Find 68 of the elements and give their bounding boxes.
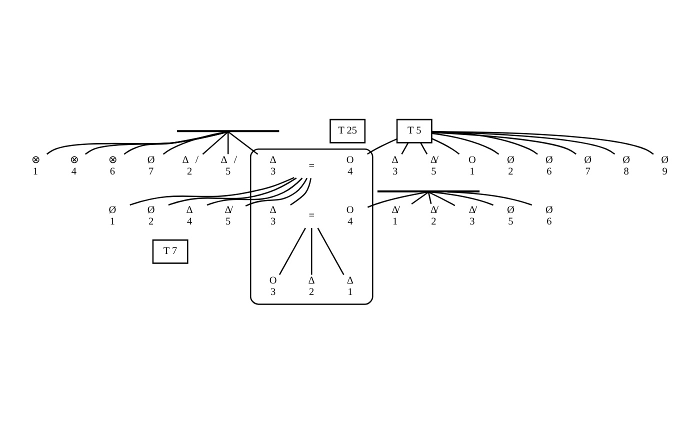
connector [278,228,306,276]
node-bar [377,190,480,192]
connector [245,178,308,207]
node-text: Δ̸ 2 [430,204,437,228]
connector [202,131,228,155]
connector [432,132,500,155]
node-text: Δ̸ 5 [224,204,232,228]
cluster [250,148,374,305]
connector [401,142,409,154]
node-text: Ø 9 [661,155,669,178]
node-box: T 7 [152,239,188,264]
connector [84,131,228,155]
node-text: Ø 1 [108,204,116,228]
node-text: Δ 1 [346,276,354,298]
node-text: Δ 3 [270,155,276,178]
node-text: Ø 2 [147,204,155,228]
connector [228,131,258,155]
node-text: = [308,210,315,222]
connector [447,191,532,206]
node-bar [177,130,280,132]
node-text: Δ⃥̸ 2 [182,155,197,178]
node-text: Δ̸ 3 [468,204,476,228]
node-text: Ø 6 [546,155,553,178]
node-box: T 25 [330,118,366,144]
node-text: Δ 3 [270,204,276,228]
connector [428,192,432,204]
node-text: ⊗ 1 [31,155,40,178]
connector [428,191,494,206]
node-text: Ø 8 [622,155,630,178]
connector [206,178,303,206]
node-box: T 5 [396,118,432,144]
connector [162,131,228,155]
connector [420,142,428,154]
node-text: O 3 [269,276,277,298]
node-text: Ø 7 [584,155,592,178]
node-text: ⊗ 4 [70,155,78,178]
connector [46,131,228,155]
node-text: Δ 3 [392,155,398,178]
node-text: ⊗ 6 [108,155,116,178]
connector [432,131,616,155]
node-text: Δ 2 [308,276,315,298]
connector [432,130,538,155]
connector [124,131,228,155]
node-text: Ø 7 [147,155,155,178]
node-text: Δ̸ 5 [430,155,437,178]
connector [290,178,312,206]
node-text: Δ̸ 1 [392,204,398,228]
connector [168,178,297,206]
node-text: O 1 [468,155,476,178]
connector [130,176,294,206]
connector [227,132,229,154]
node-text: Δ 4 [186,204,193,228]
connector [411,192,429,205]
node-text: Ø 2 [507,155,514,178]
connector [310,228,312,275]
node-text: = [308,160,315,172]
connector [432,138,460,155]
connector [432,132,577,155]
node-text: O 4 [346,204,354,228]
node-text: O 4 [346,155,354,178]
node-text: Δ⃥̸ 5 [220,155,236,178]
connector [317,228,344,276]
node-text: Ø 5 [507,204,514,228]
connector [428,191,456,206]
connector [367,138,398,155]
connector [367,191,429,208]
connector [432,131,654,155]
node-text: Ø 6 [546,204,553,228]
